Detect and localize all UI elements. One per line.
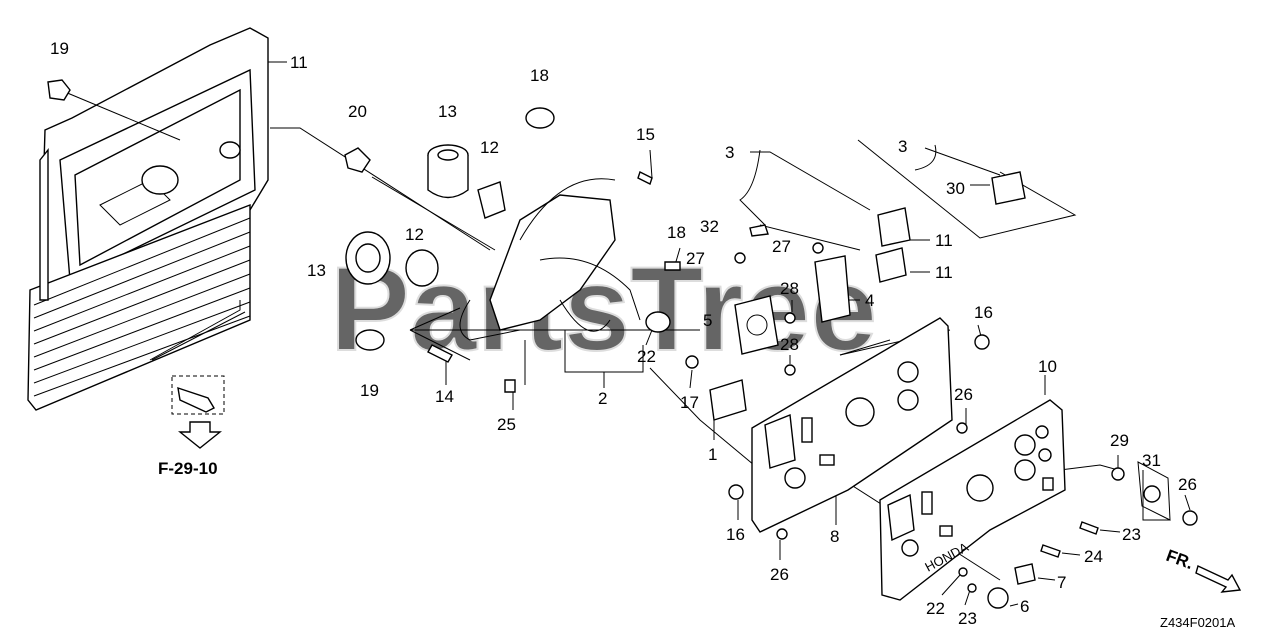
callout-11: 11 xyxy=(935,263,953,282)
callout-10: 7 xyxy=(1057,573,1066,592)
direction-label: FR. xyxy=(1164,546,1196,573)
reference-label: F-29-10 xyxy=(158,459,218,478)
callout-12: 12 xyxy=(405,225,424,244)
callout-8: 10 xyxy=(1038,357,1057,376)
callout-31: 31 xyxy=(1142,451,1161,470)
callout-27: 27 xyxy=(772,237,791,256)
callout-26: 26 xyxy=(770,565,789,584)
callout-3: 3 xyxy=(725,143,734,162)
callout-24: 25 xyxy=(497,415,516,434)
callout-20: 20 xyxy=(348,102,367,121)
front-panel-part xyxy=(27,27,269,411)
callout-23: 23 xyxy=(1122,525,1141,544)
callout-22: 22 xyxy=(926,599,945,618)
front-direction-arrow xyxy=(1195,565,1242,593)
callout-12: 12 xyxy=(480,138,499,157)
callout-1: 1 xyxy=(708,445,717,464)
callout-17: 17 xyxy=(680,393,699,412)
callout-9: 6 xyxy=(1020,597,1029,616)
callout-5: 5 xyxy=(703,311,712,330)
diagram-code: Z434F0201A xyxy=(1160,615,1235,630)
callout-13: 13 xyxy=(438,102,457,121)
callout-28: 28 xyxy=(780,335,799,354)
control-panel-part xyxy=(751,317,953,533)
callout-11: 11 xyxy=(935,231,953,250)
callout-19: 19 xyxy=(360,381,379,400)
callout-labels: 19 11 20 13 12 18 15 12 13 19 14 25 2 22… xyxy=(50,39,1235,630)
callout-16: 16 xyxy=(974,303,993,322)
callout-20: 19 xyxy=(50,39,69,58)
callout-2: 2 xyxy=(598,389,607,408)
callout-27: 27 xyxy=(686,249,705,268)
callout-18: 18 xyxy=(667,223,686,242)
callout-3: 3 xyxy=(898,137,907,156)
callout-28: 28 xyxy=(780,279,799,298)
callout-16: 16 xyxy=(726,525,745,544)
callout-23: 24 xyxy=(1084,547,1103,566)
callout-14: 14 xyxy=(435,387,454,406)
small-parts xyxy=(47,79,1198,609)
callout-6: 8 xyxy=(830,527,839,546)
callout-32: 32 xyxy=(700,217,719,236)
callout-7: 11 xyxy=(290,53,308,72)
callout-22: 23 xyxy=(958,609,977,628)
callout-4: 4 xyxy=(865,291,874,310)
callout-21: 22 xyxy=(637,347,656,366)
callout-26: 26 xyxy=(954,385,973,404)
callout-30: 30 xyxy=(946,179,965,198)
label-plate-part: HONDA xyxy=(879,399,1066,601)
callout-19: 18 xyxy=(530,66,549,85)
callout-29: 29 xyxy=(1110,431,1129,450)
callout-13: 13 xyxy=(307,261,326,280)
callout-25: 26 xyxy=(1178,475,1197,494)
callout-15: 15 xyxy=(636,125,655,144)
